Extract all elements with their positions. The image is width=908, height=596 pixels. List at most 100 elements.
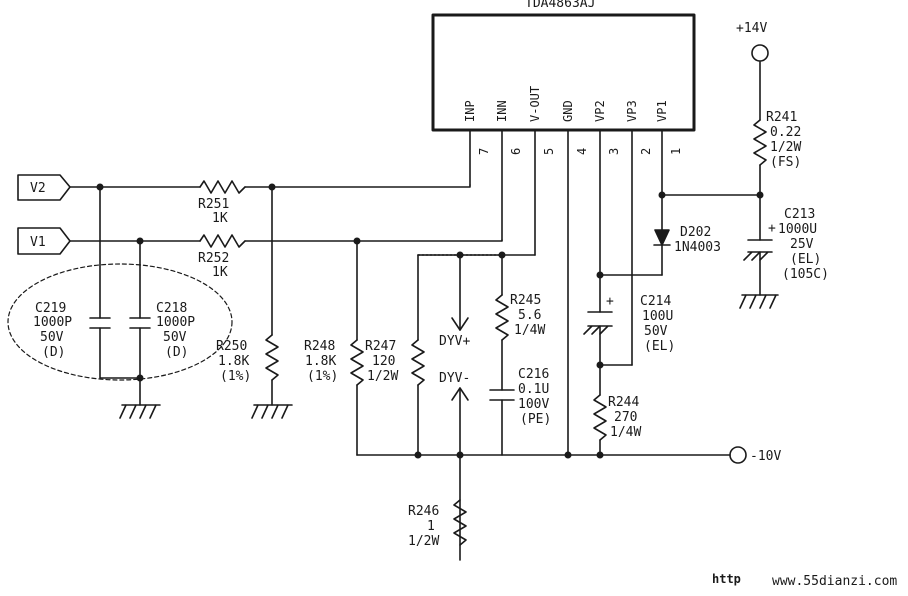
- ic-pin-num-2: 2: [639, 148, 653, 155]
- r246-power: 1/2W: [408, 534, 439, 549]
- r250-value: 1.8K: [218, 354, 249, 369]
- ic-pin-num-6: 6: [509, 148, 523, 155]
- r247-ref: R247: [365, 339, 396, 354]
- r248-ref: R248: [304, 339, 335, 354]
- r241-value: 0.22: [770, 125, 801, 140]
- ground-2: [251, 404, 293, 419]
- r251-resistor: [199, 180, 246, 194]
- r252-value: 1K: [212, 265, 228, 280]
- ic-pin-name-vout: V-OUT: [528, 86, 542, 122]
- c216-type: (PE): [520, 412, 551, 427]
- c218-value: 1000P: [156, 315, 195, 330]
- r245-resistor: [495, 294, 509, 341]
- ic-pin-name-vp1: VP1: [655, 100, 669, 122]
- c219-wires: [99, 186, 141, 379]
- c213-type: (EL): [790, 252, 821, 267]
- r252-resistor: [199, 234, 246, 248]
- ic-pin-name-gnd: GND: [561, 100, 575, 122]
- r246-resistor: [453, 499, 467, 546]
- junction-dots: [96, 183, 764, 459]
- r250-resistor: [265, 334, 279, 381]
- minus10-terminal: [729, 446, 747, 464]
- minus10-label: -10V: [750, 449, 781, 464]
- d202-ref: D202: [680, 225, 711, 240]
- r241-type: (FS): [770, 155, 801, 170]
- ic-title: TDA4863AJ: [525, 0, 595, 11]
- r244-power: 1/4W: [610, 425, 641, 440]
- r252-ref: R252: [198, 251, 229, 266]
- r247-resistor: [411, 339, 425, 386]
- watermark-site: www.55dianzi.com: [772, 574, 897, 589]
- c213-plus: +: [768, 221, 776, 236]
- r250-tolerance: (1%): [220, 369, 251, 384]
- r246-value: 1: [427, 519, 435, 534]
- r244-resistor: [593, 394, 607, 441]
- ic-tda4863aj: [431, 13, 696, 132]
- c218-voltage: 50V: [163, 330, 187, 345]
- c216-capacitor: [489, 389, 515, 401]
- v2-port: [17, 174, 71, 201]
- c213-ref: C213: [784, 207, 815, 222]
- ic-pin-num-1: 1: [669, 148, 683, 155]
- dyv-plus-arrow: [451, 317, 469, 331]
- ground-1: [119, 404, 161, 419]
- ic-pin-num-3: 3: [607, 148, 621, 155]
- c219-capacitor: [89, 317, 111, 329]
- c214-plus: +: [606, 294, 614, 309]
- r241-ref: R241: [766, 110, 797, 125]
- v2-wire: [69, 184, 471, 188]
- c216-ref: C216: [518, 367, 549, 382]
- plus14-terminal: [751, 44, 769, 62]
- c214-voltage: 50V: [644, 324, 668, 339]
- r241-resistor: [753, 119, 767, 166]
- c219-type: (D): [42, 345, 65, 360]
- r245-power: 1/4W: [514, 323, 545, 338]
- r251-value: 1K: [212, 211, 228, 226]
- c214-type: (EL): [644, 339, 675, 354]
- c214-ref: C214: [640, 294, 671, 309]
- c219-voltage: 50V: [40, 330, 64, 345]
- r245-ref: R245: [510, 293, 541, 308]
- c214-value: 100U: [642, 309, 673, 324]
- c213-rating: (105C): [782, 267, 829, 282]
- ic-pin-num-5: 5: [542, 148, 556, 155]
- r248-tolerance: (1%): [307, 369, 338, 384]
- c219-ref: C219: [35, 301, 66, 316]
- c213-value: 1000U: [778, 222, 817, 237]
- d202-part: 1N4003: [674, 240, 721, 255]
- c218-type: (D): [165, 345, 188, 360]
- watermark-prefix: http: [712, 572, 741, 586]
- r244-value: 270: [614, 410, 637, 425]
- plus14-label: +14V: [736, 21, 767, 36]
- ground-3: [739, 294, 779, 309]
- r246-ref: R246: [408, 504, 439, 519]
- r244-ref: R244: [608, 395, 639, 410]
- c216-voltage: 100V: [518, 397, 549, 412]
- r248-resistor: [350, 339, 364, 386]
- ic-pin-num-4: 4: [575, 148, 589, 155]
- dyv-minus-arrow: [451, 387, 469, 401]
- v2-label: V2: [30, 181, 46, 196]
- r248-value: 1.8K: [305, 354, 336, 369]
- ic-pin-name-vp3: VP3: [625, 100, 639, 122]
- ic-pin-num-7: 7: [477, 148, 491, 155]
- r247-value: 120: [372, 354, 395, 369]
- v1-port: [17, 227, 71, 255]
- c214-capacitor: [583, 311, 613, 335]
- c213-voltage: 25V: [790, 237, 814, 252]
- d202-diode: [653, 229, 671, 246]
- capacitor-group-outline: [7, 263, 233, 381]
- ic-pin-name-inn: INN: [495, 100, 509, 122]
- c218-ref: C218: [156, 301, 187, 316]
- r250-ref: R250: [216, 339, 247, 354]
- c216-value: 0.1U: [518, 382, 549, 397]
- r245-value: 5.6: [518, 308, 541, 323]
- r241-power: 1/2W: [770, 140, 801, 155]
- r251-ref: R251: [198, 197, 229, 212]
- dyv-minus-label: DYV-: [439, 371, 470, 386]
- r247-power: 1/2W: [367, 369, 398, 384]
- ic-pin-name-inp: INP: [463, 100, 477, 122]
- ic-pin-leads: [469, 129, 663, 456]
- c219-value: 1000P: [33, 315, 72, 330]
